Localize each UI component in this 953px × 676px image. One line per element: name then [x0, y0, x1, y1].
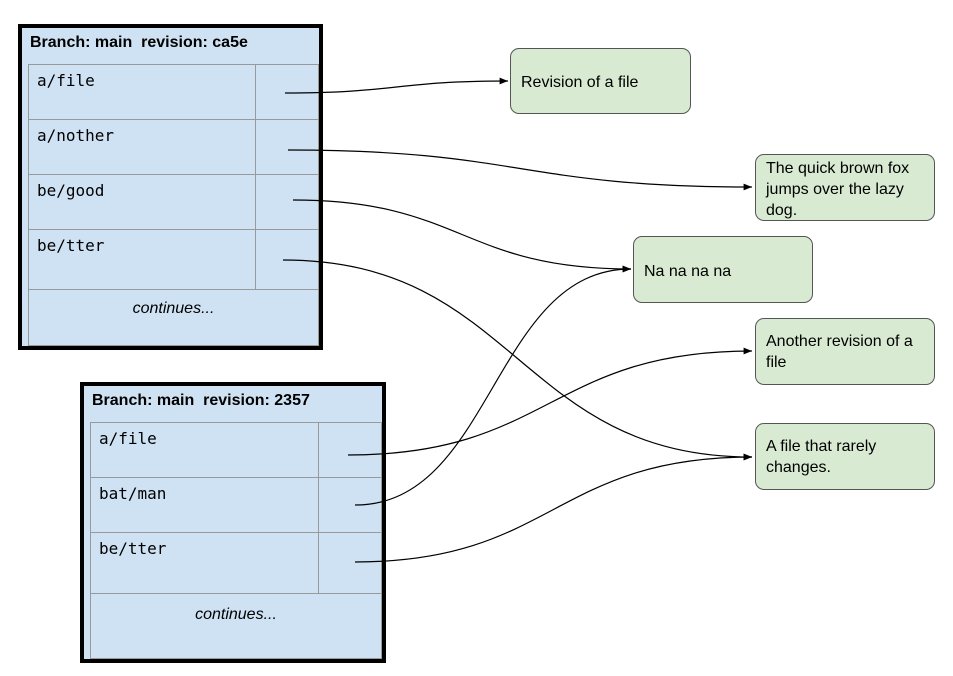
branch-title: Branch: main revision: 2357 [92, 392, 310, 409]
blob-another-revision: Another revision of a file [755, 318, 935, 385]
pointer-arrow [347, 347, 753, 456]
tree-row-pointer-cell [255, 175, 256, 229]
blob-quick-brown-fox: The quick brown fox jumps over the lazy … [755, 154, 935, 221]
tree-row-pointer-cell [255, 65, 256, 119]
tree-row-pointer-cell [318, 478, 319, 532]
continues-row: continues... [28, 289, 319, 346]
pointer-arrow [354, 453, 753, 563]
tree-row-path: a/nother [37, 126, 115, 145]
pointer-arrow [292, 199, 632, 273]
tree-row-pointer-cell [318, 423, 319, 477]
tree-row-pointer-cell [255, 120, 256, 174]
tree-row-path: bat/man [99, 484, 167, 503]
tree-row-path: be/tter [99, 539, 167, 558]
pointer-arrow [284, 77, 509, 94]
continues-row: continues... [90, 593, 382, 659]
blob-na-na-na-na: Na na na na [633, 236, 813, 303]
tree-row-path: a/file [99, 429, 157, 448]
tree-row-path: a/file [37, 71, 95, 90]
tree-row-pointer-cell [318, 533, 319, 593]
tree-row-path: be/good [37, 181, 105, 200]
pointer-arrow [354, 265, 632, 506]
pointer-arrow [282, 259, 753, 461]
blob-rarely-changes: A file that rarely changes. [755, 423, 935, 490]
tree-row-path: be/tter [37, 236, 105, 255]
tree-row-pointer-cell [255, 230, 256, 289]
branch-box-ca5e: Branch: main revision: ca5e a/file a/not… [18, 24, 323, 350]
branch-title: Branch: main revision: ca5e [30, 34, 248, 51]
branch-box-2357: Branch: main revision: 2357 a/file bat/m… [80, 382, 386, 663]
blob-revision-of-a-file: Revision of a file [510, 48, 691, 114]
pointer-arrow [287, 149, 753, 191]
